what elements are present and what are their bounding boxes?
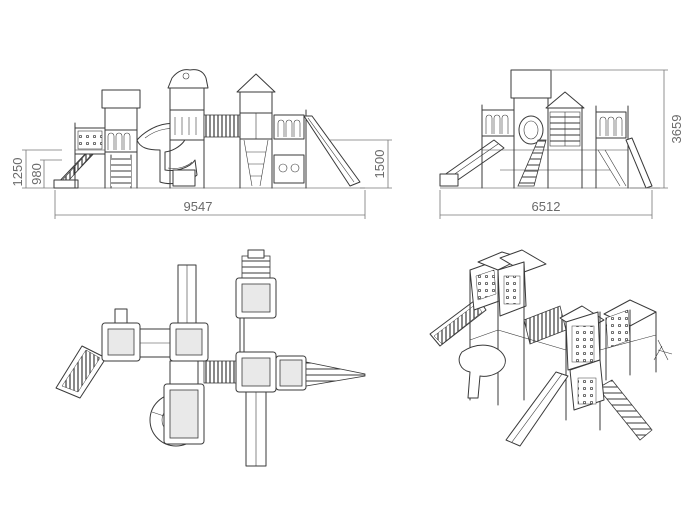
front-height-high: 1250 [10,158,25,187]
front-right-tower [271,109,307,189]
front-height-right: 1500 [372,150,387,179]
front-tower-1 [101,89,141,189]
front-tower-2 [167,69,209,189]
front-dims-right: 1500 [330,139,392,189]
front-height-low: 980 [29,163,44,185]
front-dims-bottom: 9547 [54,190,366,219]
side-width: 6512 [532,199,561,214]
front-dims-left: 1250 980 [10,149,62,189]
top-view [55,249,366,467]
side-dims-right: 3659 [550,69,684,189]
side-height: 3659 [669,115,684,144]
front-view: 1250 980 1500 9547 [10,69,392,219]
front-tower-3 [236,73,276,189]
front-width: 9547 [184,199,213,214]
side-view: 3659 6512 [439,69,684,219]
front-right-slide [303,115,361,187]
side-dims-bottom: 6512 [439,190,653,219]
isometric-view [429,249,673,447]
front-tunnel [203,114,241,138]
